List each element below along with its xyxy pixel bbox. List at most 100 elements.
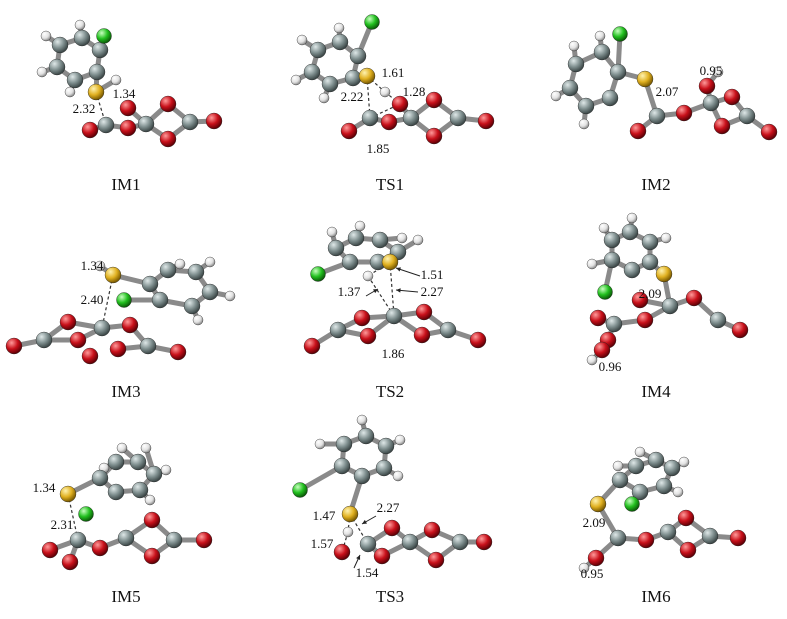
oxygen-atom: [303, 337, 321, 355]
oxygen-atom: [353, 309, 371, 327]
carbon-atom: [97, 116, 115, 134]
bond-distance-label: 1.61: [382, 65, 405, 80]
carbon-atom: [605, 315, 623, 333]
chlorine-atom: [78, 506, 94, 522]
carbon-atom: [623, 261, 641, 279]
oxygen-atom: [679, 541, 697, 559]
bond-distance-label: 1.54: [356, 565, 379, 580]
oxygen-atom: [159, 95, 177, 113]
carbon-atom: [702, 94, 720, 112]
hydrogen-atom: [174, 258, 186, 270]
oxygen-atom: [713, 117, 731, 135]
bond-distance-label: 1.28: [403, 84, 426, 99]
carbon-atom: [187, 263, 205, 281]
chlorine-atom: [364, 14, 380, 30]
bond-distance-label: 1.37: [338, 284, 361, 299]
oxygen-atom: [636, 311, 654, 329]
chlorine-atom: [310, 266, 326, 282]
bond-distance-label: 1.86: [382, 346, 405, 361]
hydrogen-atom: [64, 86, 76, 98]
oxygen-atom: [119, 119, 137, 137]
carbon-atom: [641, 233, 659, 251]
hydrogen-atom: [356, 414, 368, 426]
carbon-atom: [88, 63, 106, 81]
structure-label: TS3: [376, 587, 404, 606]
hydrogen-atom: [74, 19, 86, 31]
oxygen-atom: [373, 547, 391, 565]
oxygen-atom: [41, 541, 59, 559]
molecule-IM1: [36, 19, 223, 148]
hydrogen-atom: [634, 446, 646, 458]
oxygen-atom: [413, 326, 431, 344]
hydrogen-atom: [326, 226, 338, 238]
hydrogen-atom: [392, 470, 404, 482]
carbon-atom: [201, 283, 219, 301]
structure-label: TS2: [376, 382, 404, 401]
hydrogen-atom: [412, 234, 424, 246]
hydrogen-atom: [578, 562, 590, 574]
structure-label: TS1: [376, 175, 404, 194]
bond-distance-label: 1.51: [421, 267, 444, 282]
carbon-atom: [107, 453, 125, 471]
hydrogen-atom: [290, 74, 302, 86]
hydrogen-atom: [314, 438, 326, 450]
oxygen-atom: [333, 543, 351, 561]
sulfur-atom: [87, 83, 105, 101]
oxygen-atom: [475, 533, 493, 551]
hydrogen-atom: [598, 222, 610, 234]
bond-distance-label: 1.34: [113, 86, 136, 101]
sulfur-atom: [59, 485, 77, 503]
carbon-atom: [91, 469, 109, 487]
molecule-IM3: [5, 256, 236, 365]
bond-distance-label: 2.31: [51, 517, 74, 532]
oxygen-atom: [760, 123, 778, 141]
oxygen-atom: [637, 531, 655, 549]
hydrogen-atom: [612, 460, 624, 472]
carbon-atom: [601, 89, 619, 107]
carbon-atom: [129, 453, 147, 471]
oxygen-atom: [143, 511, 161, 529]
oxygen-atom: [143, 547, 161, 565]
bond-distance-label: 1.34: [33, 480, 56, 495]
bond-distance-label: 2.22: [341, 89, 364, 104]
carbon-atom: [181, 113, 199, 131]
oxygen-atom: [589, 309, 607, 327]
carbon-atom: [631, 483, 649, 501]
carbon-atom: [648, 107, 666, 125]
sulfur-atom: [636, 70, 654, 88]
oxygen-atom: [61, 553, 79, 571]
hydrogen-atom: [594, 30, 606, 42]
carbon-atom: [627, 457, 645, 475]
hydrogen-atom: [578, 118, 590, 130]
interaction-dashed-line: [389, 261, 395, 317]
carbon-atom: [659, 523, 677, 541]
oxygen-atom: [685, 289, 703, 307]
carbon-atom: [357, 427, 375, 445]
carbon-atom: [341, 253, 359, 271]
carbon-atom: [449, 109, 467, 127]
oxygen-atom: [5, 337, 23, 355]
hydrogen-atom: [678, 456, 690, 468]
carbon-atom: [567, 55, 585, 73]
hydrogen-atom: [626, 212, 638, 224]
arrowhead: [396, 288, 401, 293]
carbon-atom: [661, 297, 679, 315]
carbon-atom: [647, 451, 665, 469]
molecule-TS2: [303, 220, 487, 355]
oxygen-atom: [677, 509, 695, 527]
carbon-atom: [159, 261, 177, 279]
carbon-atom: [69, 531, 87, 549]
carbon-atom: [371, 231, 389, 249]
oxygen-atom: [59, 313, 77, 331]
carbon-atom: [321, 75, 339, 93]
hydrogen-atom: [160, 464, 172, 476]
hydrogen-atom: [396, 232, 408, 244]
carbon-atom: [349, 47, 367, 65]
carbon-atom: [66, 71, 84, 89]
carbon-atom: [145, 465, 163, 483]
oxygen-atom: [121, 316, 139, 334]
bond-distance-label: 1.57: [311, 536, 334, 551]
interaction-dashed-line: [101, 274, 114, 329]
carbon-atom: [361, 109, 379, 127]
carbon-atom: [641, 253, 659, 271]
